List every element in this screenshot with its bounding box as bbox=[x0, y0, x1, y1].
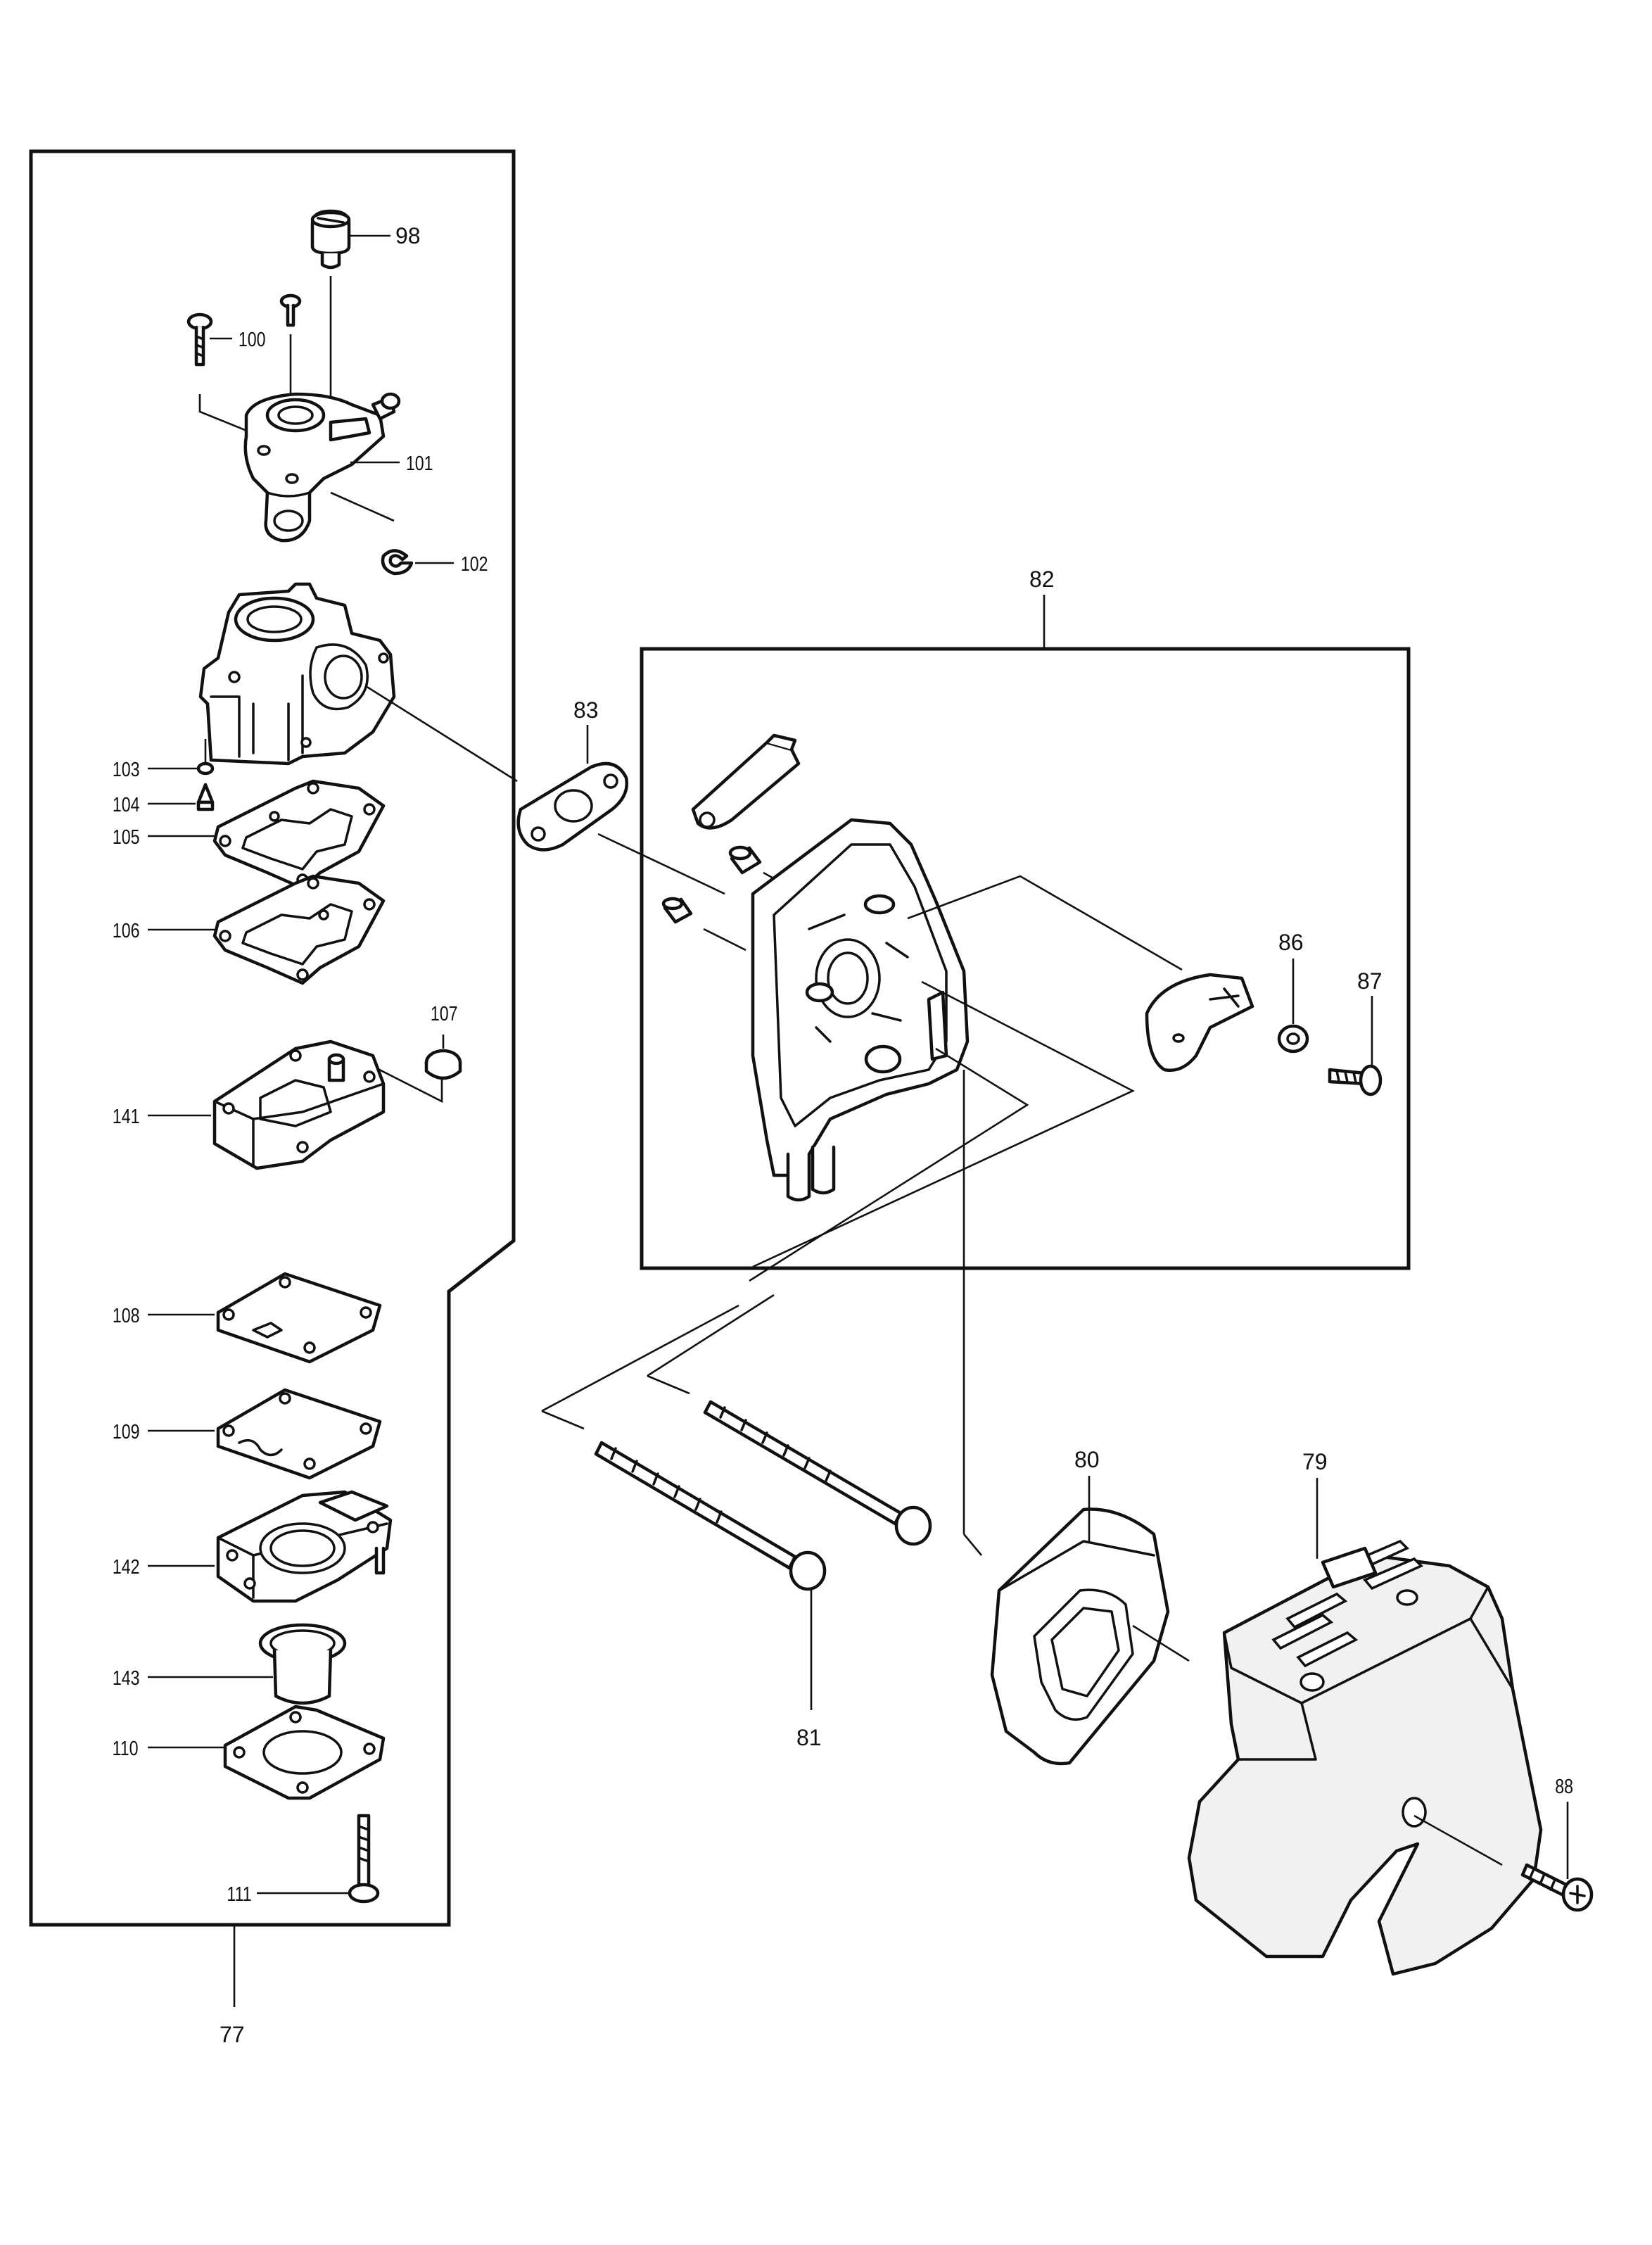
guide-line-lower bbox=[749, 1047, 1029, 1282]
label-81: 81 bbox=[796, 1725, 822, 1750]
label-86: 86 bbox=[1278, 930, 1304, 955]
part-79-air-cleaner-cover bbox=[1187, 1539, 1543, 1976]
guide-line-middle bbox=[752, 980, 1135, 1268]
label-88: 88 bbox=[1555, 1774, 1573, 1797]
part-102-e-clip bbox=[381, 549, 414, 576]
label-141: 141 bbox=[113, 1104, 140, 1127]
carburetor-assembly-frame bbox=[29, 149, 516, 1927]
part-83-gasket bbox=[516, 761, 629, 852]
guide-line-upper bbox=[907, 875, 1183, 971]
label-142: 142 bbox=[113, 1555, 140, 1578]
part-88-screw bbox=[1520, 1863, 1594, 1912]
part-143-primer-bulb bbox=[258, 1623, 347, 1705]
label-110: 110 bbox=[113, 1736, 139, 1759]
label-103: 103 bbox=[113, 757, 140, 780]
part-carburetor-body bbox=[198, 582, 396, 766]
part-81-bolt-lower bbox=[594, 1441, 827, 1591]
label-105: 105 bbox=[113, 825, 140, 848]
leader-pin-lower bbox=[703, 928, 746, 951]
leader-cover-to-screw bbox=[1413, 1814, 1503, 1866]
label-106: 106 bbox=[113, 918, 140, 942]
part-109-pump-diaphragm bbox=[216, 1388, 382, 1480]
label-143: 143 bbox=[113, 1666, 140, 1689]
label-109: 109 bbox=[113, 1419, 140, 1443]
label-80: 80 bbox=[1074, 1447, 1100, 1472]
part-air-cleaner-base bbox=[751, 818, 970, 1202]
part-choke-lever bbox=[691, 733, 801, 830]
label-100: 100 bbox=[239, 327, 266, 350]
part-81-bolt-upper bbox=[703, 1400, 932, 1546]
part-106-diaphragm bbox=[212, 874, 386, 985]
part-87-screw bbox=[1328, 1064, 1383, 1096]
part-107-plug bbox=[424, 1049, 462, 1080]
label-108: 108 bbox=[113, 1303, 140, 1327]
label-83: 83 bbox=[573, 697, 599, 723]
part-141-pump-cover bbox=[212, 1039, 386, 1170]
part-100-screw bbox=[186, 312, 213, 367]
label-82: 82 bbox=[1029, 567, 1055, 592]
part-104-needle bbox=[196, 783, 215, 811]
label-102: 102 bbox=[461, 552, 488, 575]
part-101-throttle-body bbox=[243, 392, 401, 543]
label-98: 98 bbox=[395, 223, 421, 248]
label-107: 107 bbox=[431, 1001, 458, 1025]
leader-filter-to-cover bbox=[1132, 1624, 1190, 1662]
part-100-screw-small bbox=[279, 293, 302, 327]
leader-body-to-gasket bbox=[365, 685, 518, 783]
label-79: 79 bbox=[1302, 1449, 1328, 1474]
leader-gasket-to-cover bbox=[597, 833, 725, 895]
label-87: 87 bbox=[1357, 968, 1383, 994]
guide-line-vertical-end bbox=[963, 1533, 982, 1556]
label-104: 104 bbox=[113, 792, 140, 816]
leader-101-to-clip bbox=[330, 491, 395, 522]
part-103-o-ring bbox=[196, 761, 215, 776]
part-108-gasket bbox=[216, 1272, 382, 1364]
part-110-cover-plate bbox=[223, 1705, 386, 1800]
part-111-screw bbox=[348, 1814, 380, 1904]
part-86-washer bbox=[1277, 1024, 1309, 1054]
label-111: 111 bbox=[227, 1882, 251, 1905]
part-choke-plate bbox=[1145, 973, 1254, 1073]
part-pin-lower bbox=[661, 897, 693, 924]
part-80-air-filter bbox=[990, 1507, 1170, 1766]
part-pin-upper bbox=[728, 845, 762, 875]
label-101: 101 bbox=[406, 451, 433, 474]
label-77: 77 bbox=[220, 2022, 245, 2047]
air-cleaner-assembly-frame bbox=[640, 647, 1411, 1270]
guide-line-bolts bbox=[541, 1294, 775, 1430]
part-98-adjuster-cap bbox=[310, 209, 351, 270]
part-142-metering-body bbox=[216, 1490, 393, 1603]
part-105-gasket bbox=[212, 779, 386, 890]
